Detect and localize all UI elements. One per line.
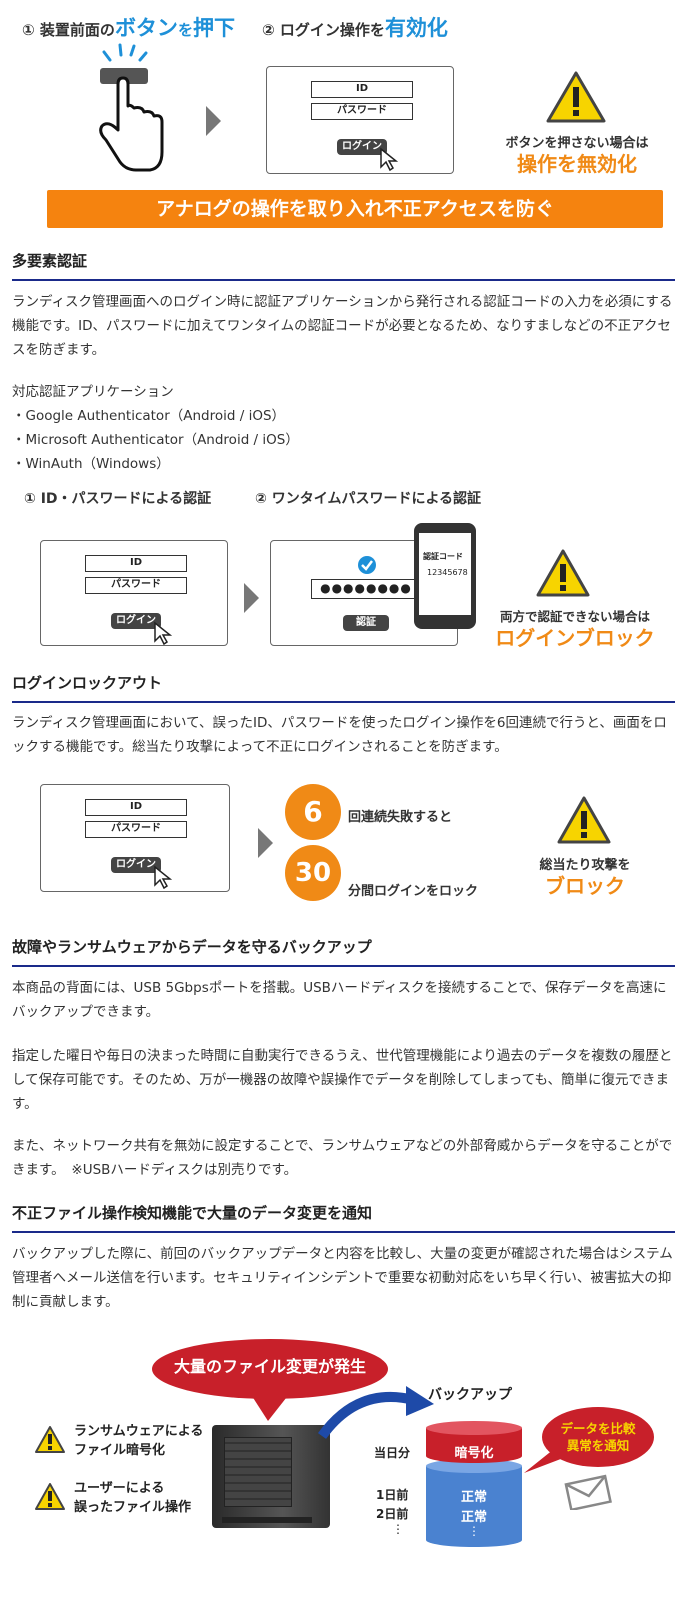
warning-emphasis: 操作を無効化 [517,152,637,176]
notify-bubble: データを比較 異常を通知 [560,1421,636,1453]
warning-icon [536,549,590,597]
cursor-icon [380,147,399,172]
today-label: 当日分 [374,1446,411,1460]
section-heading-detection: 不正ファイル操作検知機能で大量のデータ変更を通知 [12,1202,675,1233]
login-screen-mock: ID パスワード ログイン [266,66,454,174]
auth-button: 認証 [343,615,389,631]
warning-icon [546,71,606,123]
more-dots-stack: ⋮ [468,1524,480,1538]
backup-stack-icon [426,1421,522,1547]
day1-label: 1日前 [376,1488,409,1502]
backup-label: バックアップ [428,1387,512,1403]
otp-field: ●●●●●●●● [311,579,421,599]
list-item: ・WinAuth（Windows） [12,456,170,472]
normal-label-2: 正常 [460,1510,487,1525]
detection-description: バックアップした際に、前回のバックアップデータと内容を比較し、大量の変更が確認さ… [12,1246,673,1310]
warning-caption: ボタンを押さない場合は [505,136,649,151]
login-button: ログイン [111,613,161,629]
warning-caption: 総当たり攻撃を [539,858,631,873]
backup-paragraph-3: また、ネットワーク共有を無効に設定することで、ランサムウェアなどの外部脅威からデ… [12,1138,673,1178]
warning-icon [557,796,611,844]
day2-label: 2日前 [376,1507,409,1521]
arrow-right-icon [206,106,221,136]
failure-count-label: 回連続失敗すると [348,810,453,825]
warning-icon [35,1483,65,1510]
normal-label-1: 正常 [460,1490,487,1505]
step2-caption: ② ログイン操作を有効化 [262,16,448,40]
nas-device-icon [212,1425,330,1528]
id-field: ID [85,799,187,816]
speech-bubble-shape [152,1339,388,1421]
warning-emphasis: ブロック [545,874,625,898]
banner: アナログの操作を取り入れ不正アクセスを防ぐ [47,190,663,228]
step1-caption: ① 装置前面のボタンを押下 [22,16,235,40]
warning-caption: 両方で認証できない場合は [499,609,650,624]
id-field: ID [311,81,413,98]
alert-bubble: 大量のファイル変更が発生 [173,1357,366,1376]
cursor-icon [154,621,173,646]
warning-emphasis: ログインブロック [495,626,655,650]
password-field: パスワード [85,577,187,594]
password-field: パスワード [85,821,187,838]
backup-paragraph-2: 指定した曜日や毎日の決まった時間に自動実行できるうえ、世代管理機能により過去のデ… [12,1048,673,1112]
lockout-login-screen-mock: ID パスワード ログイン [40,784,230,892]
phone-icon: 認証コード 12345678 [414,523,476,629]
more-dots: ⋮ [392,1522,404,1536]
cursor-icon [154,865,173,890]
mfa-login-screen-mock: ID パスワード ログイン [40,540,228,646]
arrow-right-icon [258,828,273,858]
section-heading-lockout: ログインロックアウト [12,672,675,703]
notify-bubble-shape [524,1407,654,1473]
encrypted-label: 暗号化 [454,1446,494,1461]
curved-arrow-icon [318,1386,434,1439]
section-heading-backup: 故障やランサムウェアからデータを守るバックアップ [12,936,675,967]
section-heading-mfa: 多要素認証 [12,250,675,281]
login-button: ログイン [111,857,161,873]
mfa-step2-caption: ② ワンタイムパスワードによる認証 [255,491,482,507]
threat-user-error: ユーザーによる 誤ったファイル操作 [74,1481,192,1515]
lock-minutes-badge: 30 [285,845,341,901]
mfa-description: ランディスク管理画面へのログイン時に認証アプリケーションから発行される認証コード… [12,294,673,358]
check-circle-icon [358,556,376,574]
threat-ransomware: ランサムウェアによる ファイル暗号化 [74,1424,204,1458]
mail-icon [564,1474,612,1510]
password-field: パスワード [311,103,413,120]
arrow-right-icon [244,583,259,613]
id-field: ID [85,555,187,572]
login-button: ログイン [337,139,387,155]
failure-count-badge: 6 [285,784,341,840]
warning-icon [35,1426,65,1453]
hand-press-icon [99,43,164,172]
backup-paragraph-1: 本商品の背面には、USB 5Gbpsポートを搭載。USBハードディスクを接続する… [12,980,667,1020]
mfa-app-list: 対応認証アプリケーション ・Google Authenticator（Andro… [12,380,677,476]
lock-minutes-label: 分間ログインをロック [348,884,479,899]
mfa-step1-caption: ① ID・パスワードによる認証 [24,491,212,507]
list-item: ・Microsoft Authenticator（Android / iOS） [12,432,299,448]
list-item: ・Google Authenticator（Android / iOS） [12,408,286,424]
lockout-description: ランディスク管理画面において、誤ったID、パスワードを使ったログイン操作を6回連… [12,715,667,755]
